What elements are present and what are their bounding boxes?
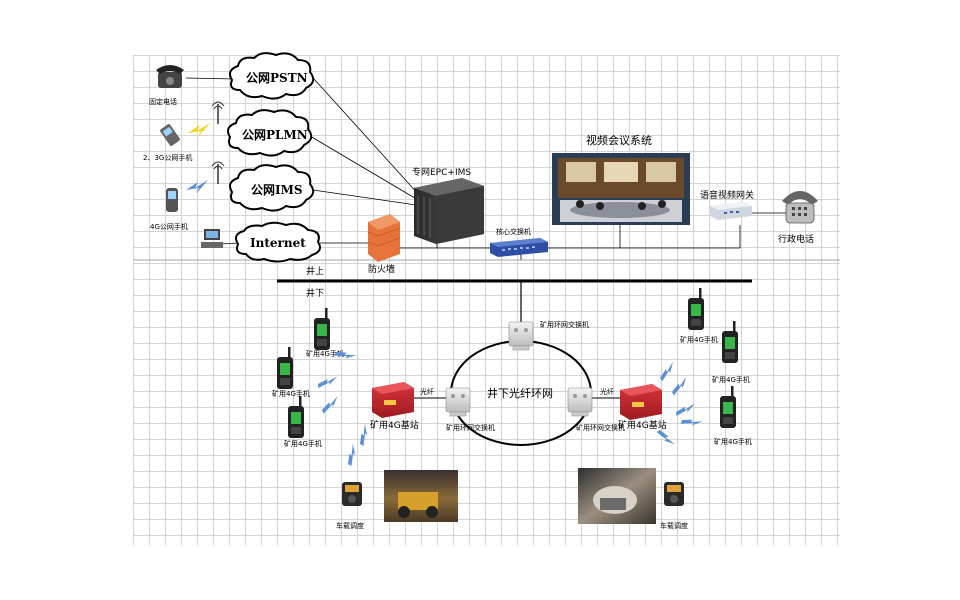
mine-phone-right-3-icon [720, 386, 736, 428]
cloud-pstn: 公网PSTN [229, 52, 315, 100]
lightning-4g-icon [186, 180, 208, 194]
mine-phone-right-2-icon [722, 321, 738, 363]
cloud-pstn-label: 公网PSTN [246, 71, 308, 85]
vehicle-left-label: 车载调度 [336, 521, 364, 530]
fiber-ring-label: 井下光纤环网 [487, 386, 553, 400]
epc-ims-label: 专网EPC+IMS [412, 166, 471, 178]
wireless-link-right-1-icon [656, 361, 679, 382]
cloud-internet: Internet [235, 221, 321, 263]
cloud-plmn-label: 公网PLMN [242, 128, 308, 142]
fixed-phone-icon [156, 65, 184, 88]
mine-phone-l1-label: 矿用4G手机 [306, 349, 344, 358]
antenna-23g-icon [211, 101, 225, 124]
wireless-link-left-3-icon [319, 396, 342, 414]
fiber-left-label: 光纤 [420, 387, 434, 396]
vehicle-radio-left-icon [342, 482, 362, 506]
ring-switch-right-icon [567, 387, 593, 417]
ring-switch-right-label: 矿用环网交换机 [576, 423, 625, 432]
lightning-23g-icon [188, 123, 210, 137]
mine-phone-r3-label: 矿用4G手机 [714, 437, 752, 446]
base-station-left-label: 矿用4G基站 [370, 419, 419, 431]
mine-phone-r2-label: 矿用4G手机 [712, 375, 750, 384]
phone-23g-label: 2、3G公网手机 [143, 153, 192, 162]
mine-phone-r1-label: 矿用4G手机 [680, 335, 718, 344]
above-ground-label: 井上 [306, 265, 324, 277]
mine-phone-l3-label: 矿用4G手机 [284, 439, 322, 448]
cloud-ims-label: 公网IMS [251, 183, 303, 197]
ring-switch-top-label: 矿用环网交换机 [540, 320, 589, 329]
wireless-link-right-3-icon [675, 403, 697, 416]
vehicle-radio-right-icon [664, 482, 684, 506]
cloud-ims: 公网IMS [229, 164, 315, 212]
cloud-plmn: 公网PLMN [227, 109, 313, 157]
wan-links [185, 77, 790, 260]
computer-icon [201, 229, 223, 248]
core-switch-label: 核心交换机 [496, 227, 531, 236]
vehicle-right-label: 车载调度 [660, 521, 688, 530]
mine-tunnel-image-right [578, 468, 656, 524]
voice-gateway-icon [710, 202, 752, 220]
firewall-icon [367, 214, 401, 262]
base-station-right-icon [620, 384, 662, 420]
phone-4g-public-label: 4G公网手机 [150, 222, 188, 231]
voice-gateway-label: 语音视频网关 [700, 189, 754, 201]
fiber-right-label: 光纤 [600, 387, 614, 396]
admin-phone-icon [782, 191, 818, 224]
wireless-link-left-4-icon [342, 443, 362, 466]
mobile-phone-23g-icon [160, 124, 180, 146]
fixed-phone-label: 固定电话 [149, 97, 177, 106]
mobile-phone-4g-icon [166, 188, 178, 212]
mine-phone-l2-label: 矿用4G手机 [272, 389, 310, 398]
admin-phone-label: 行政电话 [778, 233, 814, 245]
mine-phone-left-3-icon [288, 396, 304, 438]
mine-vehicle-image-left [384, 470, 458, 522]
mine-phone-right-1-icon [688, 288, 704, 330]
mine-phone-left-2-icon [277, 347, 293, 389]
below-ground-label: 井下 [306, 287, 324, 299]
ring-switch-left-icon [445, 387, 471, 417]
base-station-left-icon [372, 382, 414, 418]
firewall-label: 防火墙 [368, 263, 395, 275]
ring-switch-left-label: 矿用环网交换机 [446, 423, 495, 432]
wireless-link-right-2-icon [669, 376, 692, 396]
antenna-4g-icon [211, 161, 225, 184]
base-station-right-label: 矿用4G基站 [618, 419, 667, 431]
wireless-link-left-2-icon [317, 376, 339, 388]
cloud-internet-label: Internet [250, 236, 306, 250]
mine-phone-left-1-icon [314, 308, 330, 350]
video-conference-image [552, 153, 690, 225]
ring-switch-top-icon [508, 321, 534, 351]
wireless-link-right-4-icon [680, 414, 703, 431]
core-switch-icon [490, 238, 548, 257]
epc-server-rack-icon [414, 178, 484, 244]
video-conf-label: 视频会议系统 [586, 133, 652, 147]
